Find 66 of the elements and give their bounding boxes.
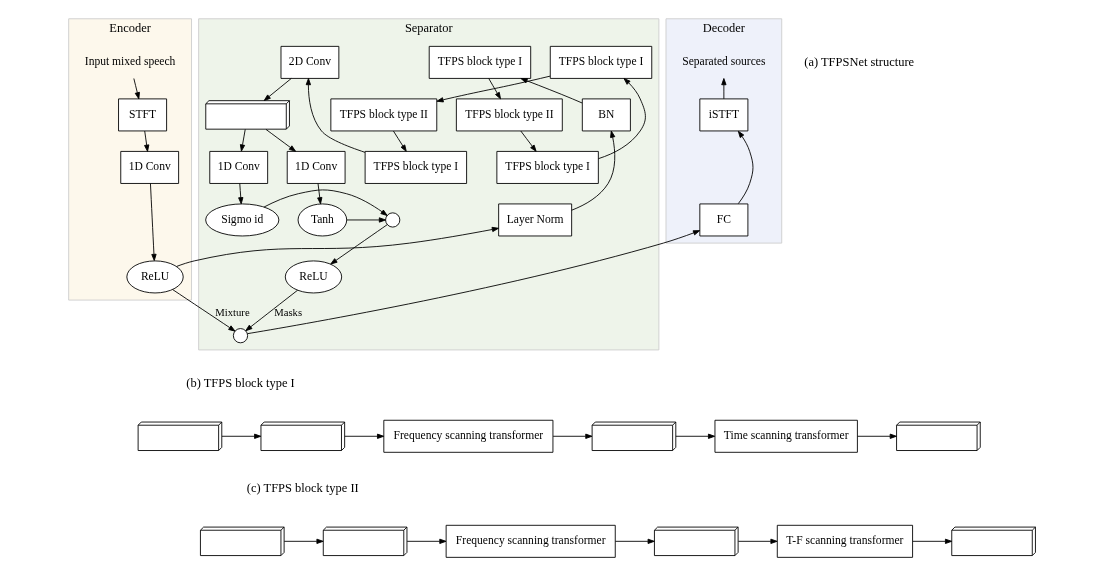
arrow bbox=[305, 78, 365, 153]
arrow bbox=[175, 226, 499, 267]
arrow bbox=[246, 230, 700, 335]
arrow bbox=[265, 128, 296, 152]
arrow bbox=[221, 433, 261, 439]
arrow bbox=[132, 78, 140, 100]
node-box: T-F scanning transformer bbox=[776, 524, 913, 558]
node-circle bbox=[384, 212, 400, 228]
edge-label: Mixture bbox=[214, 305, 250, 318]
node-box: 1D Conv bbox=[208, 150, 268, 184]
node-box: TFPS block type I bbox=[549, 45, 652, 79]
arrow bbox=[345, 217, 386, 223]
arrow bbox=[720, 78, 726, 100]
arrow bbox=[570, 130, 615, 211]
arrow bbox=[237, 183, 243, 205]
node-box: Layer Norm bbox=[497, 203, 572, 237]
node-ellipse: Tanh bbox=[297, 203, 347, 237]
node-box: STFT bbox=[117, 98, 167, 132]
arrow bbox=[911, 538, 952, 544]
arrow bbox=[487, 78, 501, 100]
node-box: Frequency scanning transformer bbox=[382, 419, 553, 453]
label: (c) TFPS block type II bbox=[246, 481, 359, 496]
arrow bbox=[597, 78, 646, 160]
label: (b) TFPS block type I bbox=[185, 376, 295, 391]
node-box: Time scanning transformer bbox=[714, 419, 858, 453]
node-text: Separated sources bbox=[681, 55, 765, 69]
label: (a) TFPSNet structure bbox=[803, 54, 914, 69]
arrow bbox=[143, 130, 149, 152]
arrow bbox=[737, 538, 778, 544]
node-box: BN bbox=[581, 98, 631, 132]
arrow bbox=[406, 538, 446, 544]
node-box: Frequency scanning transformer bbox=[445, 524, 616, 558]
node-box: TFPS block type I bbox=[364, 150, 467, 184]
arrow bbox=[435, 75, 551, 103]
arrow bbox=[239, 128, 246, 152]
arrow bbox=[520, 78, 582, 104]
arrow bbox=[283, 538, 324, 544]
node-ellipse: Sigmo id bbox=[204, 203, 279, 237]
node-box: TFPS block type I bbox=[495, 150, 599, 184]
arrow bbox=[343, 433, 384, 439]
arrow bbox=[552, 433, 592, 439]
edge-label: Masks bbox=[273, 305, 302, 318]
arrow bbox=[171, 289, 235, 332]
node-box: FC bbox=[698, 203, 748, 237]
arrow bbox=[614, 538, 655, 544]
node-ellipse: ReLU bbox=[125, 260, 184, 294]
node-box: TFPS block type II bbox=[455, 98, 563, 132]
arrow bbox=[263, 78, 292, 101]
node-box: iSTFT bbox=[698, 98, 748, 132]
arrow bbox=[263, 189, 388, 216]
node-text: Input mixed speech bbox=[84, 55, 175, 69]
node-box: TFPS block type I bbox=[428, 45, 531, 79]
arrow bbox=[316, 183, 322, 205]
node-box: 2D Conv bbox=[280, 45, 339, 79]
node-circle bbox=[232, 328, 248, 344]
arrow bbox=[856, 433, 897, 439]
arrow bbox=[737, 130, 753, 205]
node-box: 1D Conv bbox=[119, 150, 179, 184]
arrow bbox=[519, 130, 537, 152]
node-box: TFPS block type II bbox=[329, 98, 437, 132]
arrow bbox=[329, 224, 388, 265]
node-box: 1D Conv bbox=[286, 150, 346, 184]
arrow bbox=[244, 289, 298, 332]
arrow bbox=[149, 183, 157, 261]
arrow bbox=[674, 433, 715, 439]
arrow bbox=[392, 130, 407, 152]
